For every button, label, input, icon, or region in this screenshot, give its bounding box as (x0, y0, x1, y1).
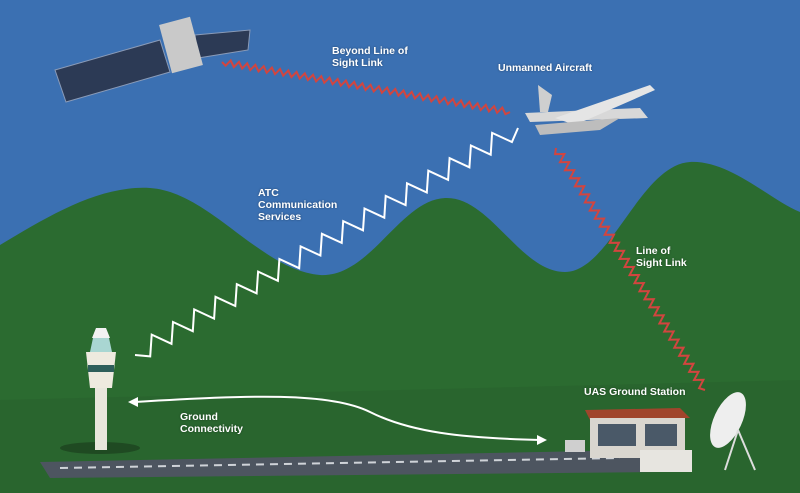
satellite-dish-icon (710, 392, 756, 471)
control-tower-icon (60, 328, 140, 454)
gc-label-line2: Connectivity (180, 423, 244, 435)
satellite-icon (54, 16, 251, 103)
atc-label: ATC Communication Services (258, 187, 337, 223)
runway-markings (59, 457, 621, 469)
ground-station-label: UAS Ground Station (584, 386, 686, 398)
ground-connectivity-label: Ground Connectivity (180, 411, 243, 435)
ground-connectivity-arrow (128, 395, 547, 445)
atc-label-line3: Services (258, 211, 302, 223)
ground-station-icon (565, 408, 692, 472)
bvlos-label-line2: Sight Link (332, 57, 383, 69)
gc-label-line1: Ground (180, 411, 218, 423)
unmanned-aircraft-icon (525, 85, 655, 135)
beyond-line-of-sight-link (221, 58, 511, 116)
runway (40, 450, 660, 478)
los-label: Line of Sight Link (636, 245, 687, 269)
atc-label-line1: ATC (258, 187, 279, 199)
atc-communication-link (134, 127, 519, 358)
los-label-line2: Sight Link (636, 257, 687, 269)
bvlos-label-line1: Beyond Line of (332, 45, 408, 57)
atc-label-line2: Communication (258, 199, 338, 211)
aircraft-label: Unmanned Aircraft (498, 62, 593, 74)
line-of-sight-link (553, 147, 706, 391)
los-label-line1: Line of (636, 245, 671, 257)
bvlos-label: Beyond Line of Sight Link (332, 45, 408, 69)
